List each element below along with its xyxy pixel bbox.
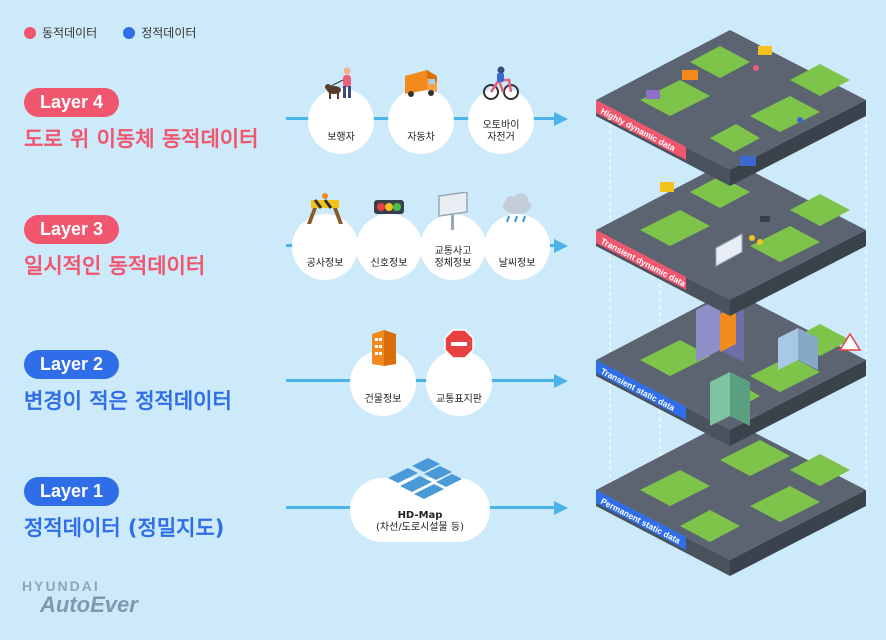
layer1-arrow-head [554,501,568,515]
layer3-arrow-head [554,239,568,253]
hdmap-title: HD-Map [397,510,443,521]
hdmap-subtitle: (차선/도로시설물 등) [376,522,464,533]
layer2-desc: 변경이 적은 정적데이터 [24,389,232,413]
bubble-bike: 오토바이 자전거 [468,66,534,154]
layer3-desc: 일시적인 동적데이터 [24,254,206,278]
layer2-arrow [286,379,556,382]
legend-item-static: 정적데이터 [123,24,196,41]
bubble-building-label: 건물정보 [364,394,402,405]
bubble-accident-label: 교통사고 정체정보 [434,246,472,269]
legend: 동적데이터 정적데이터 [24,24,196,41]
layer4-label: Layer 4 도로 위 이동체 동적데이터 [24,88,258,153]
dynamic-dot-icon [24,26,36,39]
pedestrian-icon [325,67,351,99]
bubble-car-label: 자동차 [407,132,435,143]
static-dot-icon [123,26,136,39]
layer2-pill: Layer 2 [24,350,120,379]
layer3-label: Layer 3 일시적인 동적데이터 [24,215,205,280]
layered-map-illustration: Permanent static data Transient static d… [596,30,867,576]
layer1-pill: Layer 1 [24,477,120,506]
brand-top-text: HYUNDAI [22,578,100,594]
layer3-pill: Layer 3 [24,215,120,244]
truck-icon [405,70,437,97]
layer4-arrow-head [554,112,568,126]
brand-bottom-text: AutoEver [40,592,138,617]
stop-sign-icon [444,329,474,359]
traffic-light-icon [374,200,404,214]
bubble-weather-label: 날씨정보 [498,258,536,269]
hdmap-cloud: HD-Map (차선/도로시설물 등) [350,458,490,542]
bubble-sign-label: 교통표지판 [436,394,482,405]
billboard-icon [438,192,468,230]
bubble-construction-label: 공사정보 [306,258,344,269]
bubble-pedestrian-label: 보행자 [327,132,355,143]
bubble-bike-label: 오토바이 자전거 [482,120,520,143]
building-icon [372,330,396,366]
bubble-pedestrian: 보행자 [308,67,374,154]
construction-barrier-icon [307,193,343,224]
bubble-construction: 공사정보 [292,193,358,280]
bubble-accident: 교통사고 정체정보 [420,192,486,280]
bubble-car: 자동차 [388,70,454,154]
bubble-weather: 날씨정보 [484,193,550,280]
bubble-sign: 교통표지판 [426,329,492,416]
layer4-plate [596,30,866,186]
bubble-signal: 신호정보 [356,200,422,280]
layer2-arrow-head [554,374,568,388]
bubble-signal-label: 신호정보 [370,258,408,269]
legend-static-label: 정적데이터 [141,26,197,40]
legend-item-dynamic: 동적데이터 [24,24,97,41]
rain-cloud-icon [503,193,531,223]
layer4-desc: 도로 위 이동체 동적데이터 [24,127,259,151]
layer1-label: Layer 1 정적데이터 (정밀지도) [24,477,224,542]
bubble-building: 건물정보 [350,330,416,416]
layer2-label: Layer 2 변경이 적은 정적데이터 [24,350,232,415]
brand-logo: HYUNDAI AutoEver [22,578,138,618]
hd-map-icon [388,458,462,499]
layer1-desc: 정적데이터 (정밀지도) [24,516,225,540]
bicycle-icon [483,66,519,100]
legend-dynamic-label: 동적데이터 [42,26,98,40]
layer4-pill: Layer 4 [24,88,120,117]
layer3-plate [596,160,866,316]
